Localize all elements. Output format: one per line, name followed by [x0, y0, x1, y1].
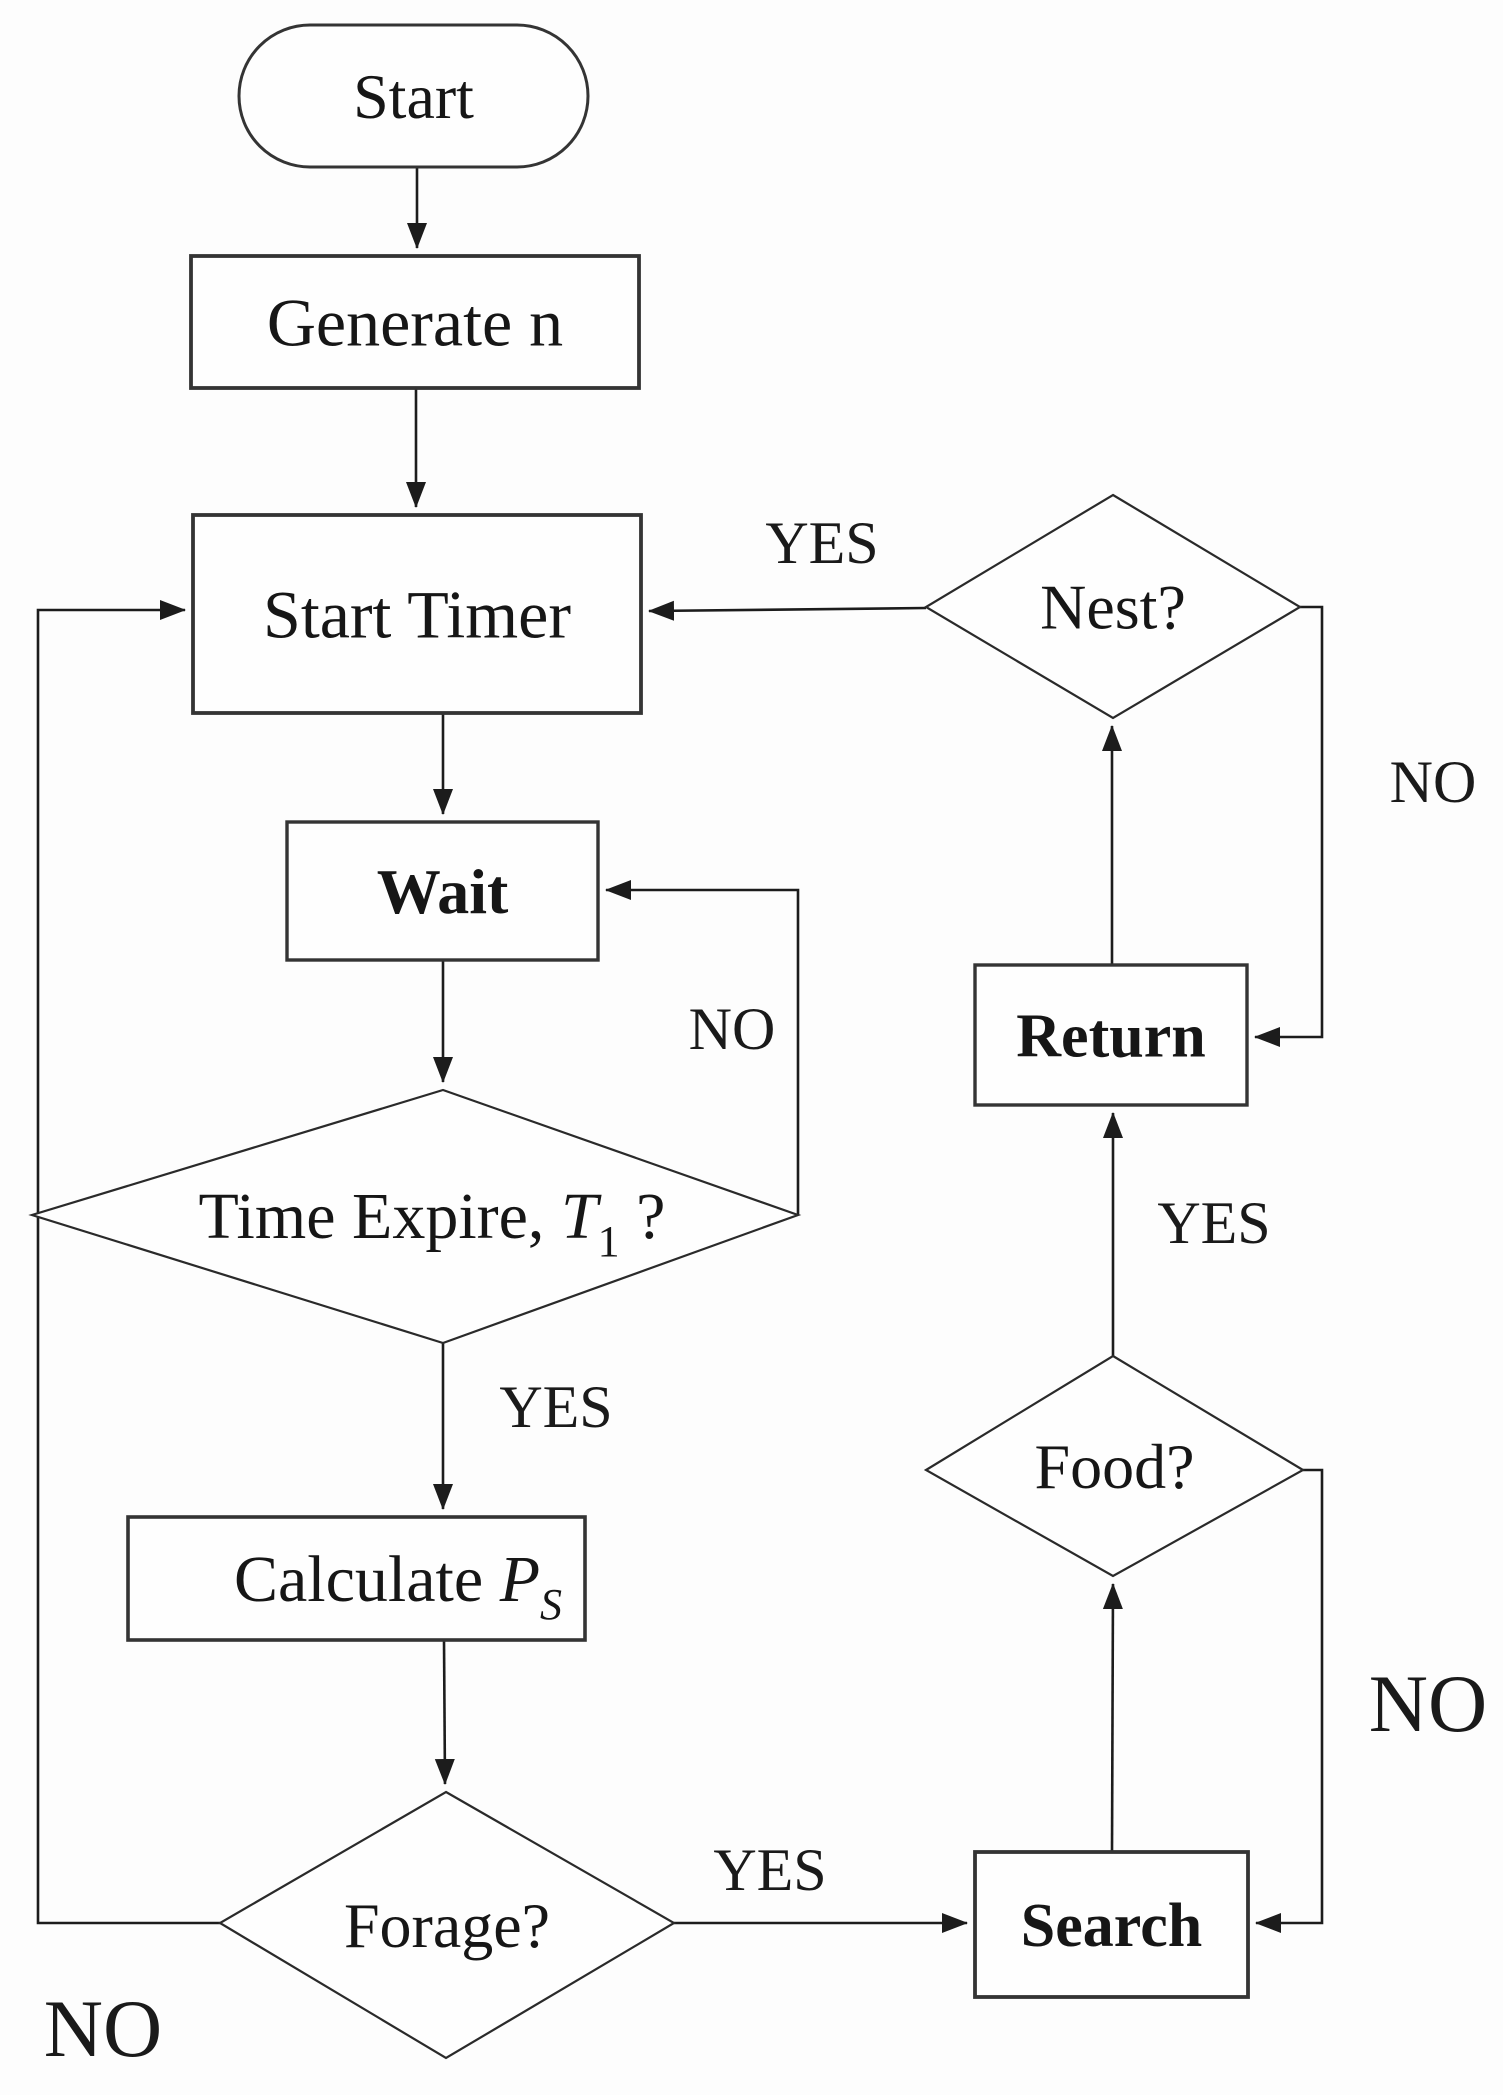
food-label: Food? [1035, 1431, 1195, 1502]
generate-n-box [189, 254, 641, 390]
edge-nest-no-return [1254, 605, 1324, 1047]
edge-forage-no-timer [36, 600, 220, 1925]
label-no-food: NO [1369, 1658, 1487, 1749]
start-label: Start [353, 61, 474, 132]
node-time-expire: Time Expire, T1 ? [28, 1088, 802, 1345]
edge-calculate-to-forage [434, 1639, 455, 1785]
node-nest: Nest? [923, 493, 1303, 720]
wait-box [285, 820, 600, 962]
start-timer-label: Start Timer [263, 576, 571, 652]
generate-n-label: Generate n [267, 284, 563, 360]
calculate-label: Calculate PS [234, 1543, 562, 1629]
edge-nest-yes-timer [648, 600, 927, 621]
label-no-nest: NO [1390, 749, 1477, 815]
edge-expire-no-wait [605, 880, 800, 1215]
label-yes-expire: YES [499, 1374, 612, 1440]
node-start-timer: Start Timer [191, 513, 643, 715]
node-search: Search [973, 1850, 1250, 1999]
node-return: Return [973, 963, 1249, 1107]
search-box [973, 1850, 1250, 1999]
start-timer-box [191, 513, 643, 715]
label-no-expire: NO [689, 996, 776, 1062]
edge-food-no-search [1255, 1468, 1324, 1933]
search-label: Search [1021, 1892, 1202, 1960]
wait-label: Wait [377, 856, 509, 927]
time-expire-label: Time Expire, T1 ? [199, 1180, 666, 1266]
label-yes-forage: YES [713, 1837, 826, 1903]
node-generate-n: Generate n [189, 254, 641, 390]
start-pill [237, 23, 590, 169]
return-label: Return [1016, 1002, 1205, 1070]
node-calculate: Calculate PS [126, 1515, 587, 1642]
edge-search-to-food [1102, 1583, 1123, 1853]
calculate-box [126, 1515, 587, 1642]
label-yes-nest: YES [765, 510, 878, 576]
nest-diamond [923, 493, 1303, 720]
return-box [973, 963, 1249, 1107]
label-yes-food: YES [1157, 1190, 1270, 1256]
node-start: Start [237, 23, 590, 169]
food-diamond [923, 1354, 1306, 1578]
nest-label: Nest? [1040, 572, 1186, 643]
time-expire-diamond [28, 1088, 802, 1345]
node-food: Food? [923, 1354, 1306, 1578]
label-no-forage: NO [44, 1983, 162, 2074]
forage-label: Forage? [344, 1890, 550, 1961]
node-forage: Forage? [217, 1790, 677, 2060]
node-wait: Wait [285, 820, 600, 962]
forage-diamond [217, 1790, 677, 2060]
